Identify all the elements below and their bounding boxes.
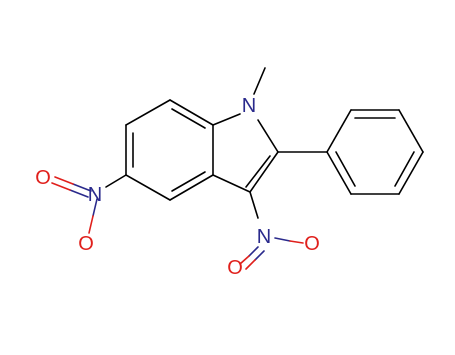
atom-label-o-lower: O xyxy=(227,257,243,279)
bond xyxy=(289,240,304,244)
bond xyxy=(249,191,259,219)
double-bond-inner xyxy=(245,155,271,188)
atom-label-o-left: O xyxy=(35,167,51,189)
bond xyxy=(212,113,241,126)
bond xyxy=(212,174,251,193)
bond xyxy=(105,174,127,188)
double-bond xyxy=(245,259,256,270)
double-bond-inner xyxy=(394,151,415,187)
double-bond xyxy=(239,255,250,265)
atom-label-n-nitro-5: N xyxy=(88,184,102,206)
bond xyxy=(326,109,352,153)
atom-label-o-bottom: O xyxy=(78,233,94,255)
bond xyxy=(125,99,171,126)
bond xyxy=(92,198,98,217)
bond xyxy=(274,237,291,242)
bond xyxy=(257,119,279,153)
double-bond-inner xyxy=(171,108,206,129)
atom-label-o-right: O xyxy=(304,233,320,255)
bond xyxy=(88,215,94,234)
double-bond-inner xyxy=(335,151,356,187)
double-bond xyxy=(248,246,259,257)
bond xyxy=(253,67,266,95)
double-bond xyxy=(54,176,74,185)
double-bond xyxy=(51,182,71,191)
bond xyxy=(398,109,424,153)
bond xyxy=(169,174,214,201)
atom-label-n-nitro-3: N xyxy=(257,226,271,248)
bond xyxy=(169,99,214,126)
bond xyxy=(398,151,424,195)
double-bond xyxy=(72,183,92,192)
double-bond xyxy=(254,250,265,261)
bond xyxy=(125,174,171,201)
bond xyxy=(326,151,352,195)
double-bond xyxy=(69,189,89,198)
double-bond-inner xyxy=(171,171,206,192)
bond xyxy=(249,151,279,193)
atom-label-n1: N xyxy=(242,95,256,117)
